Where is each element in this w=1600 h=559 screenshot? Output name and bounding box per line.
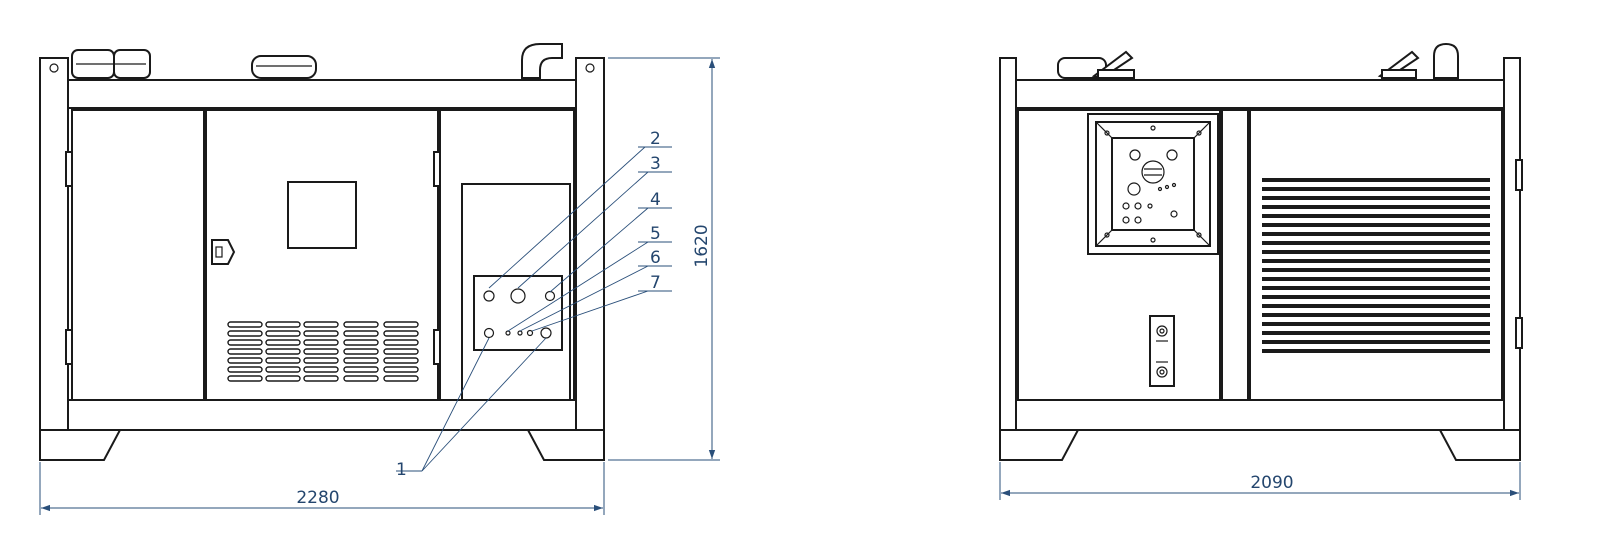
callout-5: 5	[650, 224, 661, 244]
front-height-dimension: 1620	[608, 57, 720, 461]
rear-roof-fittings	[1057, 42, 1459, 80]
callout-2: 2	[650, 129, 661, 149]
width-dimension-2090: 2090	[1250, 473, 1293, 493]
vent-slot	[265, 357, 301, 364]
vent-slot	[265, 339, 301, 346]
vent-slot	[227, 339, 263, 346]
vent-slot	[265, 348, 301, 355]
vent-slot	[303, 321, 339, 328]
vent-slot	[265, 375, 301, 382]
vent-slot	[343, 339, 379, 346]
door-handle	[211, 239, 236, 265]
connection-panel	[473, 275, 563, 351]
vent-slot	[303, 348, 339, 355]
vent-slot	[383, 339, 419, 346]
front-frame	[39, 57, 605, 461]
vent-slot	[343, 357, 379, 364]
rear-width-dimension: 2090	[999, 462, 1521, 500]
vent-slot	[343, 330, 379, 337]
inspection-window	[287, 181, 357, 249]
callout-1: 1	[396, 460, 407, 480]
radiator-grille	[1262, 178, 1490, 353]
vent-slot	[227, 375, 263, 382]
vent-slot	[227, 321, 263, 328]
front-vent-louvers	[227, 321, 419, 382]
callout-4: 4	[650, 190, 661, 210]
rear-frame	[999, 57, 1523, 461]
vent-slot	[383, 375, 419, 382]
vent-slot	[227, 357, 263, 364]
front-width-dimension: 2280	[39, 462, 605, 515]
front-roof-fittings	[71, 43, 563, 79]
vent-slot	[265, 330, 301, 337]
callout-6: 6	[650, 248, 661, 268]
rear-control-panel	[1087, 113, 1219, 255]
callout-leaders	[396, 146, 672, 472]
vent-slot	[265, 366, 301, 373]
front-view: 2 3 4 5 6 7 1 2280 1620	[39, 43, 720, 515]
vent-slot	[303, 330, 339, 337]
vent-slot	[383, 366, 419, 373]
vent-slot	[383, 357, 419, 364]
vent-slot	[343, 348, 379, 355]
callout-labels: 2 3 4 5 6 7 1	[396, 129, 661, 480]
vent-slot	[343, 321, 379, 328]
front-panels	[65, 109, 575, 401]
rear-latch-plate	[1149, 315, 1175, 387]
vent-slot	[227, 366, 263, 373]
vent-slot	[383, 330, 419, 337]
vent-slot	[303, 375, 339, 382]
callout-7: 7	[650, 273, 661, 293]
vent-slot	[383, 321, 419, 328]
rear-view: 2090	[999, 42, 1523, 500]
vent-slot	[227, 330, 263, 337]
vent-slot	[303, 357, 339, 364]
width-dimension-2280: 2280	[296, 488, 339, 508]
vent-slot	[343, 366, 379, 373]
callout-3: 3	[650, 154, 661, 174]
vent-slot	[265, 321, 301, 328]
vent-slot	[343, 375, 379, 382]
height-dimension-1620: 1620	[692, 224, 712, 267]
vent-slot	[303, 339, 339, 346]
vent-slot	[383, 348, 419, 355]
vent-slot	[303, 366, 339, 373]
vent-slot	[227, 348, 263, 355]
